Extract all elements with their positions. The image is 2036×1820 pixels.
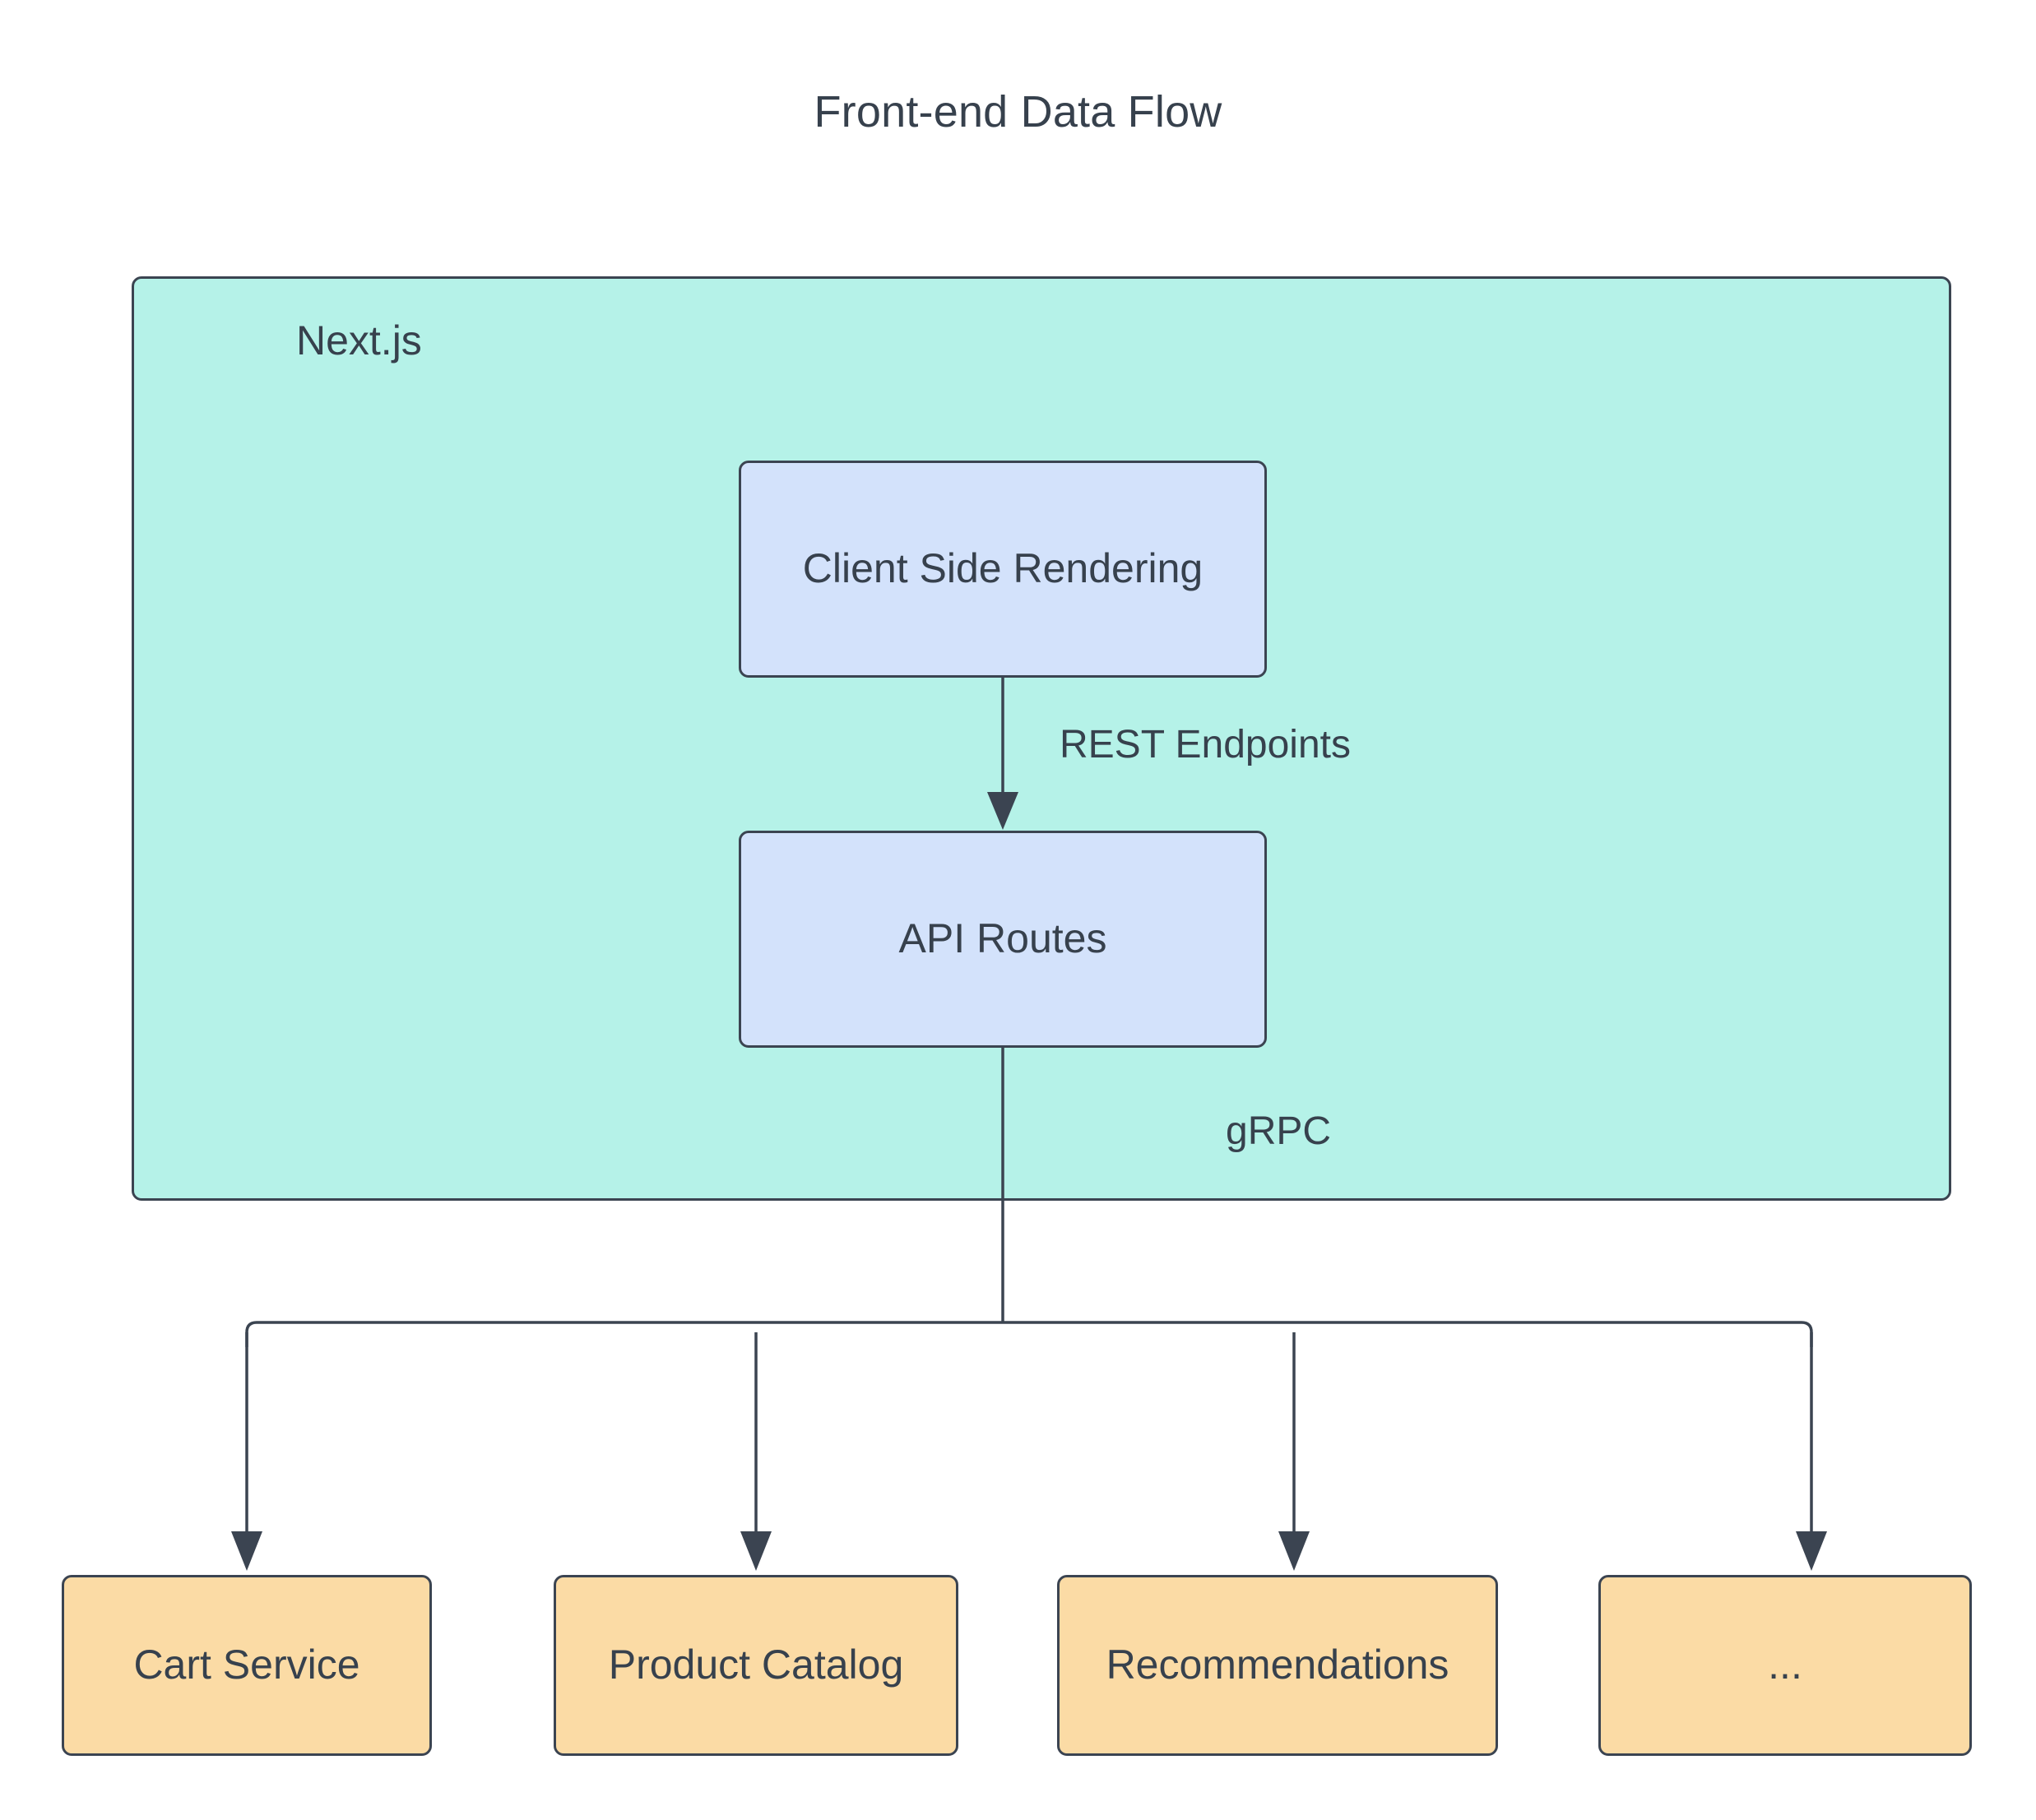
node-recommendations[interactable]: Recommendations [1057,1575,1498,1756]
node-client-side-rendering[interactable]: Client Side Rendering [739,461,1267,678]
edge-bus-to-ellipsis [1796,1332,1827,1571]
node-api-routes[interactable]: API Routes [739,831,1267,1048]
node-product-catalog[interactable]: Product Catalog [554,1575,958,1756]
edge-bus-to-cart [231,1332,262,1571]
edge-label-rest-endpoints: REST Endpoints [1060,723,1351,766]
edge-bus-to-catalog [740,1332,772,1571]
cluster-nextjs [132,276,1951,1201]
node-cart-service[interactable]: Cart Service [62,1575,432,1756]
edge-service-bus [245,1321,1813,1347]
edge-bus-to-recommendations [1278,1332,1310,1571]
edge-label-grpc: gRPC [1226,1109,1332,1153]
page-title: Front-end Data Flow [814,87,1222,137]
cluster-nextjs-label: Next.js [296,317,422,364]
node-ellipsis[interactable]: ... [1598,1575,1972,1756]
